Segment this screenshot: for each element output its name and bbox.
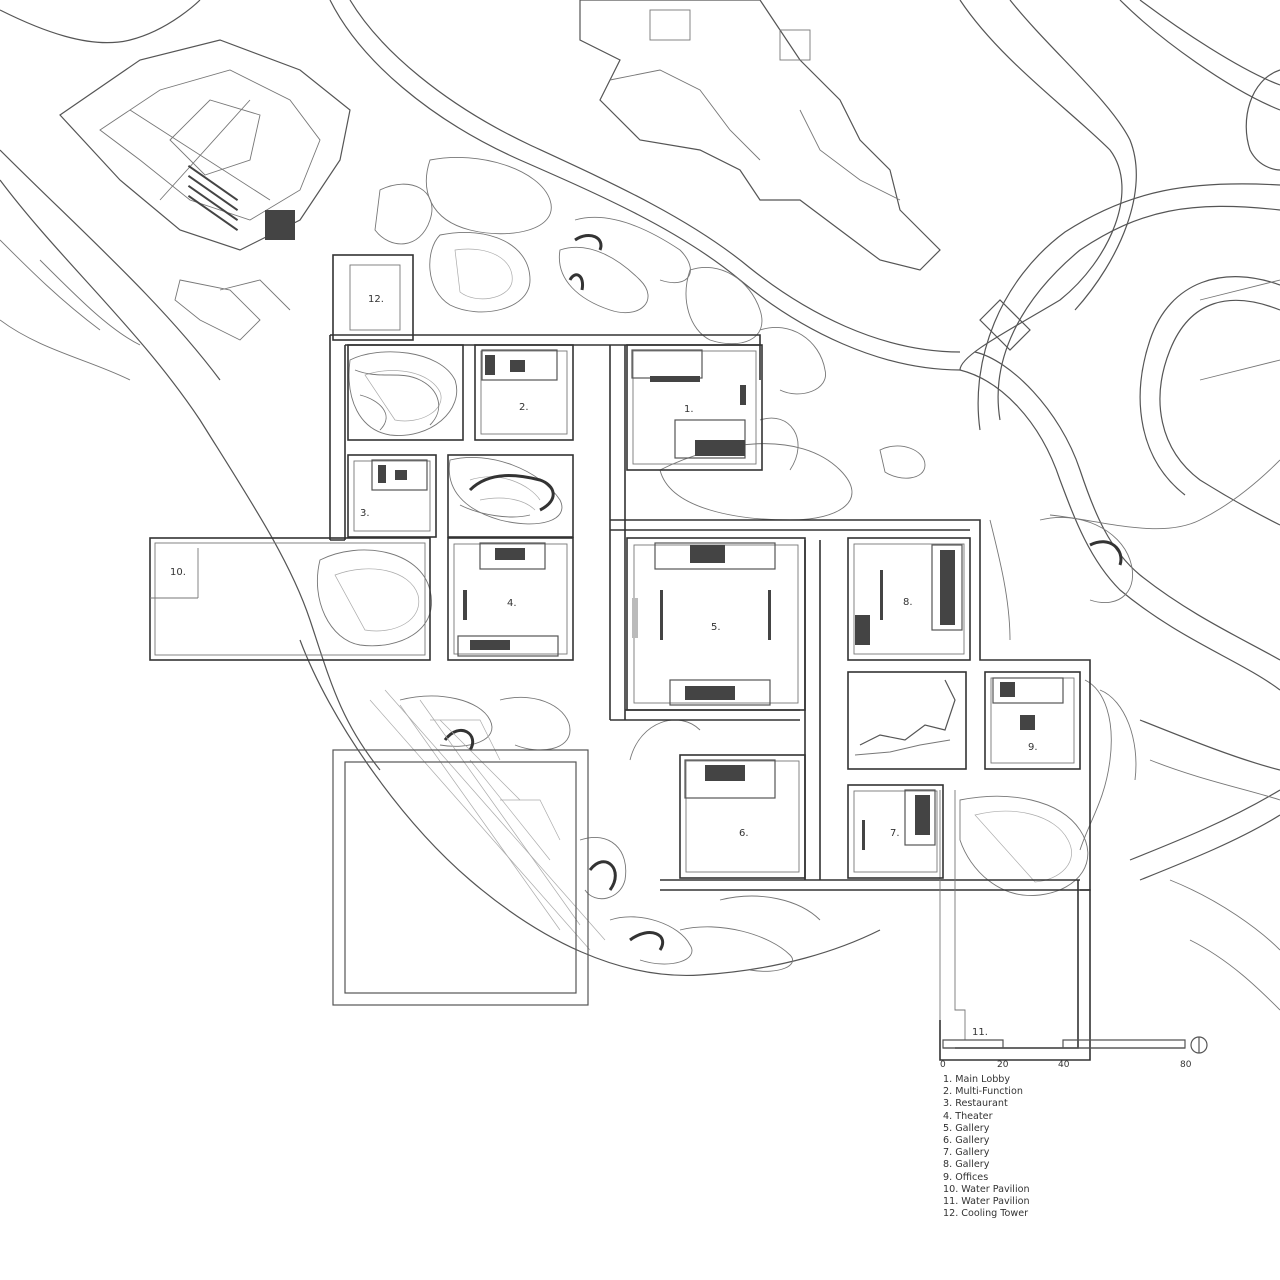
scale-tick-80: 80: [1180, 1060, 1192, 1070]
label-9: 9.: [1028, 742, 1038, 753]
label-7: 7.: [890, 828, 900, 839]
legend-item: 6. Gallery: [943, 1135, 990, 1147]
roads: [0, 0, 1280, 1011]
label-4: 4.: [507, 598, 517, 609]
scale-tick-40: 40: [1058, 1060, 1070, 1070]
building-5: 5.: [626, 537, 806, 711]
building-2: 2.: [474, 344, 574, 441]
building-6: 6.: [679, 754, 806, 879]
label-8: 8.: [903, 597, 913, 608]
legend-item: 4. Theater: [943, 1110, 993, 1122]
label-1: 1.: [684, 404, 694, 415]
legend-item: 11. Water Pavilion: [943, 1196, 1030, 1208]
label-11: 11.: [972, 1027, 988, 1038]
diagonal-structure: [369, 689, 606, 951]
label-3: 3.: [360, 508, 370, 519]
building-4: 4.: [447, 537, 574, 661]
garden-3: [447, 454, 574, 538]
legend-item: 1. Main Lobby: [943, 1074, 1011, 1085]
legend-item: 2. Multi-Function: [943, 1086, 1023, 1098]
label-5: 5.: [711, 622, 721, 633]
legend-item: 5. Gallery: [943, 1122, 990, 1134]
scale-tick-20: 20: [997, 1060, 1009, 1070]
water-pavilion-10: 10.: [149, 537, 431, 661]
label-2: 2.: [519, 402, 529, 413]
legend: 1. Main Lobby 2. Multi-Function 3. Resta…: [943, 1074, 1030, 1220]
building-8: 8.: [847, 537, 971, 661]
label-10: 10.: [170, 567, 186, 578]
legend-item: 9. Offices: [943, 1171, 989, 1183]
building-9: 9.: [984, 671, 1081, 770]
context-buildings: [59, 0, 1280, 381]
building-7: 7.: [847, 784, 944, 879]
legend-item: 12. Cooling Tower: [943, 1208, 1029, 1220]
scale-bar: [942, 1039, 1186, 1049]
building-3: 3.: [347, 454, 437, 538]
building-1: 1.: [626, 344, 763, 471]
legend-item: 10. Water Pavilion: [943, 1183, 1030, 1195]
garden-8: [847, 671, 967, 770]
legend-item: 7. Gallery: [943, 1147, 990, 1159]
garden-2: [347, 344, 464, 441]
legend-item: 8. Gallery: [943, 1159, 990, 1171]
scale-tick-0: 0: [940, 1060, 946, 1070]
label-12: 12.: [368, 294, 384, 305]
cooling-tower-12: 12.: [332, 254, 414, 341]
square-pond: [332, 749, 589, 1006]
label-6: 6.: [739, 828, 749, 839]
north-arrow-icon: [1190, 1036, 1208, 1054]
legend-item: 3. Restaurant: [943, 1098, 1008, 1110]
